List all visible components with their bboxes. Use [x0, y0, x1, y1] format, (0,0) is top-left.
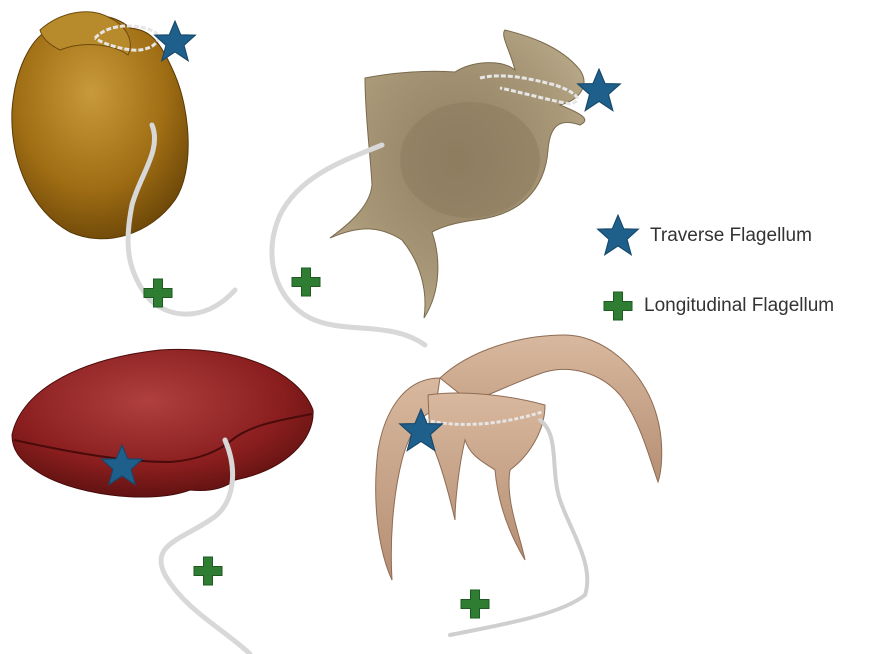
tan-winged-cell [272, 30, 585, 345]
red-lens-cell [12, 349, 313, 654]
plus-icon [602, 290, 634, 322]
legend-label: Traverse Flagellum [650, 225, 812, 247]
cell-body [12, 15, 188, 239]
golden-ovoid-cell [12, 12, 235, 314]
cell-body [428, 393, 545, 560]
plus-marker [461, 590, 489, 618]
legend-label: Longitudinal Flagellum [644, 295, 834, 317]
cell-core [400, 102, 540, 218]
legend-item-longitudinal: Longitudinal Flagellum [602, 290, 834, 322]
plus-marker [144, 279, 172, 307]
star-marker [578, 69, 621, 110]
pink-horned-cell [376, 335, 662, 635]
star-icon [596, 214, 640, 258]
legend-item-traverse: Traverse Flagellum [596, 214, 812, 258]
plus-marker [292, 268, 320, 296]
plus-marker [194, 557, 222, 585]
